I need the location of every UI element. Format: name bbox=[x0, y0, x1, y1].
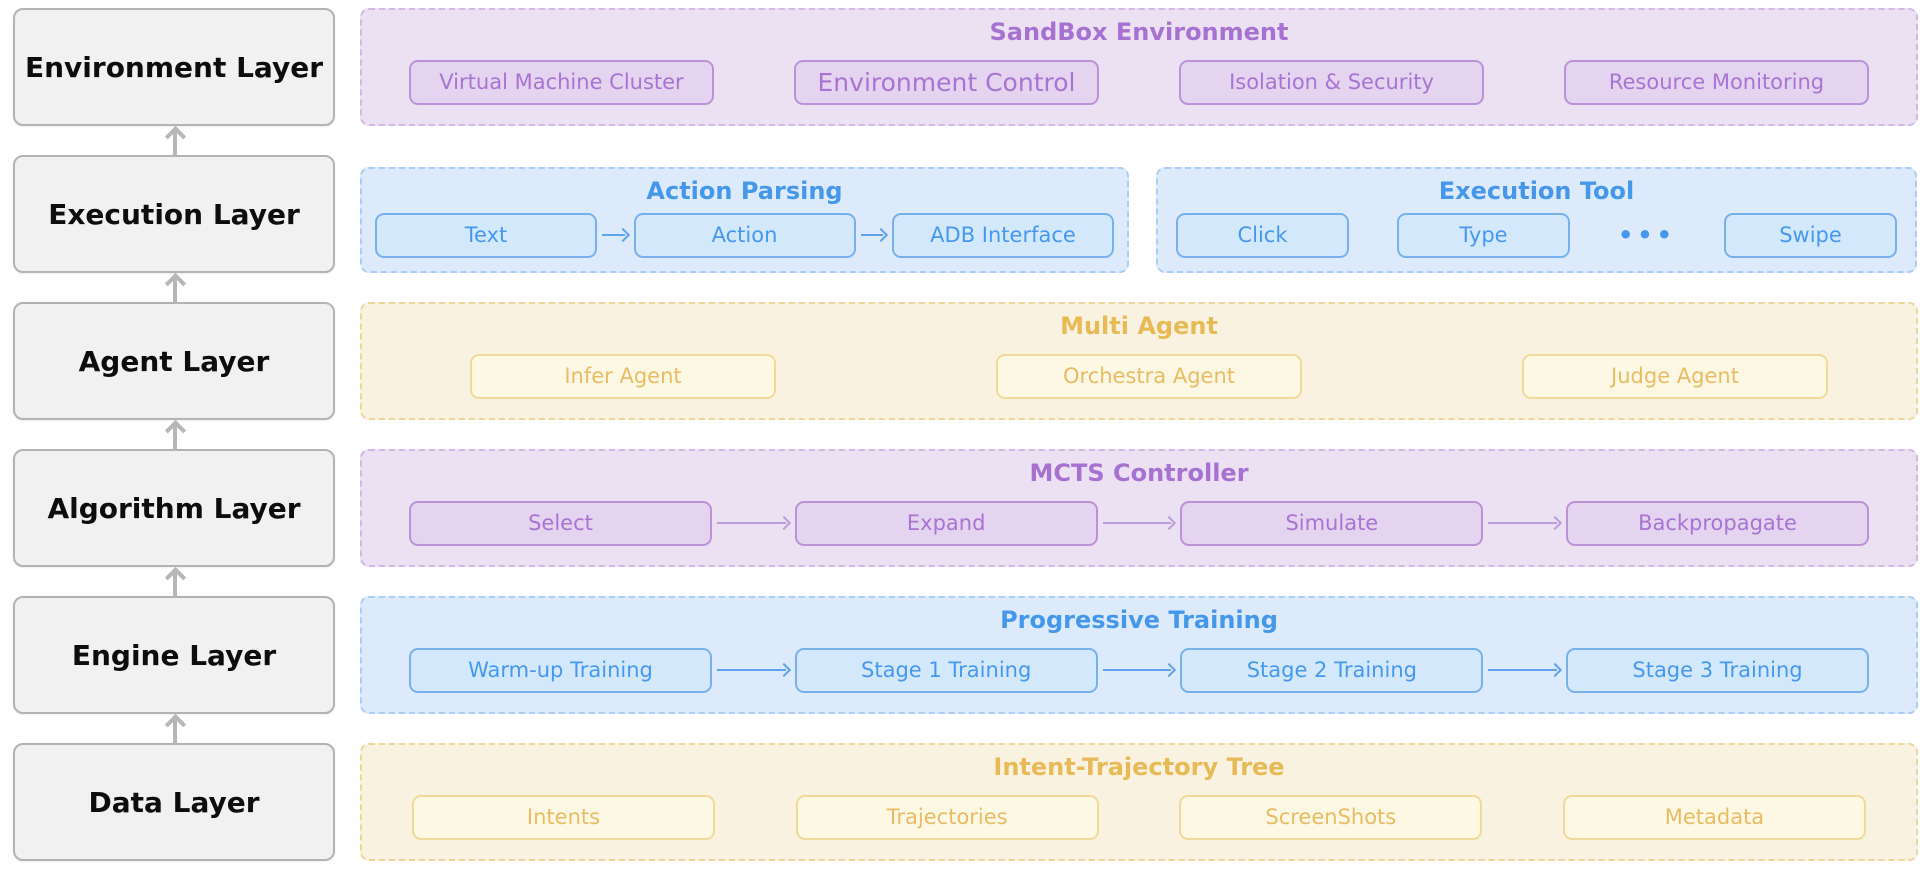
resource-monitoring-box: Resource Monitoring bbox=[1564, 59, 1869, 105]
isolation-security-box: Isolation & Security bbox=[1179, 59, 1484, 105]
virtual-machine-cluster-box: Virtual Machine Cluster bbox=[409, 59, 714, 105]
warmup-training-box: Warm-up Training bbox=[409, 647, 712, 693]
ellipsis-icon: ••• bbox=[1617, 221, 1676, 250]
action-parsing-title: Action Parsing bbox=[646, 177, 843, 205]
progressive-training-title: Progressive Training bbox=[1000, 606, 1278, 634]
layer-box-engine: Engine Layer bbox=[13, 596, 335, 714]
right-arrow-icon bbox=[1488, 660, 1563, 680]
sandbox-environment-body: Virtual Machine Cluster Environment Cont… bbox=[362, 47, 1916, 124]
orchestra-agent-box: Orchestra Agent bbox=[996, 353, 1302, 399]
infer-agent-box: Infer Agent bbox=[470, 353, 776, 399]
intent-trajectory-tree-panel: Intent-Trajectory Tree Intents Trajector… bbox=[360, 743, 1918, 861]
mcts-controller-body: Select Expand Simulate Backpropagate bbox=[362, 488, 1916, 565]
right-arrow-icon bbox=[717, 660, 791, 680]
right-arrow-icon bbox=[1102, 513, 1177, 533]
execution-tool-title: Execution Tool bbox=[1438, 177, 1635, 205]
right-arrow-icon bbox=[1102, 660, 1177, 680]
action-parsing-body: Text Action ADB Interface bbox=[362, 206, 1127, 271]
sandbox-environment-panel: SandBox Environment Virtual Machine Clus… bbox=[360, 8, 1918, 126]
screenshots-box: ScreenShots bbox=[1179, 794, 1483, 840]
backpropagate-box: Backpropagate bbox=[1566, 500, 1870, 546]
environment-control-box: Environment Control bbox=[794, 59, 1099, 105]
select-box: Select bbox=[409, 500, 712, 546]
right-arrow-icon bbox=[1488, 513, 1563, 533]
execution-tool-panel: Execution Tool Click Type ••• Swipe bbox=[1156, 167, 1917, 273]
stage2-training-box: Stage 2 Training bbox=[1180, 647, 1484, 693]
sandbox-environment-title: SandBox Environment bbox=[989, 18, 1289, 46]
intents-box: Intents bbox=[412, 794, 715, 840]
up-arrow-icon bbox=[164, 713, 187, 743]
action-parsing-panel: Action Parsing Text Action ADB Interface bbox=[360, 167, 1129, 273]
stage3-training-box: Stage 3 Training bbox=[1566, 647, 1870, 693]
metadata-box: Metadata bbox=[1562, 794, 1866, 840]
multi-agent-title: Multi Agent bbox=[1060, 312, 1218, 340]
right-arrow-icon bbox=[602, 225, 630, 245]
stage1-training-box: Stage 1 Training bbox=[794, 647, 1098, 693]
layer-box-agent: Agent Layer bbox=[13, 302, 335, 420]
execution-tool-body: Click Type ••• Swipe bbox=[1158, 206, 1915, 271]
swipe-box: Swipe bbox=[1723, 212, 1897, 258]
layer-box-data: Data Layer bbox=[13, 743, 335, 861]
layer-box-execution: Execution Layer bbox=[13, 155, 335, 273]
up-arrow-icon bbox=[164, 125, 187, 155]
right-arrow-icon bbox=[717, 513, 791, 533]
up-arrow-icon bbox=[164, 272, 187, 302]
mcts-controller-panel: MCTS Controller Select Expand Simulate B… bbox=[360, 449, 1918, 567]
judge-agent-box: Judge Agent bbox=[1522, 353, 1828, 399]
text-box: Text bbox=[375, 212, 597, 258]
multi-agent-body: Infer Agent Orchestra Agent Judge Agent bbox=[362, 341, 1916, 418]
multi-agent-panel: Multi Agent Infer Agent Orchestra Agent … bbox=[360, 302, 1918, 420]
progressive-training-body: Warm-up Training Stage 1 Training Stage … bbox=[362, 635, 1916, 712]
intent-trajectory-tree-body: Intents Trajectories ScreenShots Metadat… bbox=[362, 782, 1916, 859]
click-box: Click bbox=[1176, 212, 1349, 258]
intent-trajectory-tree-title: Intent-Trajectory Tree bbox=[993, 753, 1285, 781]
layer-box-environment: Environment Layer bbox=[13, 8, 335, 126]
action-box: Action bbox=[633, 212, 856, 258]
layer-box-algorithm: Algorithm Layer bbox=[13, 449, 335, 567]
up-arrow-icon bbox=[164, 566, 187, 596]
type-box: Type bbox=[1396, 212, 1570, 258]
up-arrow-icon bbox=[164, 419, 187, 449]
progressive-training-panel: Progressive Training Warm-up Training St… bbox=[360, 596, 1918, 714]
right-arrow-icon bbox=[860, 225, 889, 245]
mcts-controller-title: MCTS Controller bbox=[1029, 459, 1249, 487]
adb-interface-box: ADB Interface bbox=[892, 212, 1114, 258]
expand-box: Expand bbox=[794, 500, 1098, 546]
trajectories-box: Trajectories bbox=[795, 794, 1099, 840]
simulate-box: Simulate bbox=[1180, 500, 1484, 546]
